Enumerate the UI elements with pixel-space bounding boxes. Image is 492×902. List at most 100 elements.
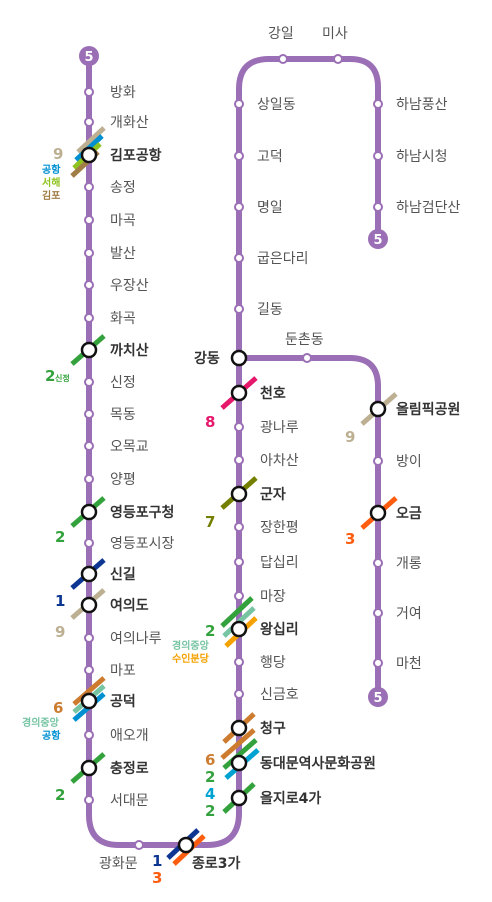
station-dot-ydp-market[interactable]	[84, 538, 94, 548]
station-label-gangil: 강일	[268, 26, 294, 42]
station-dot-gubeundari[interactable]	[234, 253, 244, 263]
station-dot-mapo[interactable]	[84, 665, 94, 675]
transfer-label-ddp-6: 6	[205, 751, 215, 769]
station-label-ddp: 동대문역사문화공원	[260, 755, 376, 772]
station-dot-songjeong[interactable]	[84, 182, 94, 192]
station-dot-wangsimni[interactable]	[230, 620, 248, 638]
station-label-ogeum: 오금	[396, 506, 422, 522]
station-dot-olympic-park[interactable]	[369, 400, 387, 418]
transfer-label-gimpo-gold: 김포	[42, 190, 60, 202]
station-dot-gaehwasan[interactable]	[84, 117, 94, 127]
station-dot-yeouido[interactable]	[80, 596, 98, 614]
station-label-olympic-park: 올림픽공원	[396, 401, 460, 418]
station-dot-hanam-cityhall[interactable]	[373, 151, 383, 161]
transfer-label-kkachisan-2: 2	[45, 367, 55, 385]
station-label-banghwa: 방화	[110, 85, 136, 101]
station-label-yeouinaru: 여의나루	[110, 631, 162, 647]
station-dot-cheonggu[interactable]	[230, 719, 248, 737]
station-dot-chungjeongno[interactable]	[80, 759, 98, 777]
station-label-euljiro4ga: 을지로4가	[260, 791, 321, 807]
station-dot-macheon[interactable]	[373, 658, 383, 668]
line5-macheon-branch-track	[239, 355, 381, 692]
station-dot-dapsimni[interactable]	[234, 557, 244, 567]
station-dot-hwagok[interactable]	[84, 313, 94, 323]
station-dot-aeogae[interactable]	[84, 730, 94, 740]
station-label-majang: 마장	[260, 589, 286, 605]
station-dot-sangildong[interactable]	[234, 99, 244, 109]
station-dot-dunchondong[interactable]	[302, 353, 312, 363]
transfer-label-gongdeok-gyeongui: 경의중앙	[22, 716, 60, 729]
station-dot-gwangnaru[interactable]	[234, 422, 244, 432]
ddp-line2-stroke	[222, 738, 258, 770]
station-dot-balsan[interactable]	[84, 248, 94, 258]
station-dot-gangil[interactable]	[278, 54, 288, 64]
station-dot-majang[interactable]	[234, 591, 244, 601]
station-label-sinjeong: 신정	[110, 375, 136, 391]
station-dot-kkachisan[interactable]	[80, 341, 98, 359]
station-label-hwagok: 화곡	[110, 311, 136, 327]
station-label-ujangsan: 우장산	[110, 278, 149, 294]
station-label-hanam-pungsan: 하남풍산	[396, 97, 448, 113]
station-dot-ogeum[interactable]	[369, 504, 387, 522]
station-label-gongdeok: 공덕	[110, 693, 136, 710]
station-label-macheon: 마천	[396, 656, 422, 672]
station-dot-hanam-pungsan[interactable]	[373, 99, 383, 109]
station-dot-ydp-gu-office[interactable]	[80, 503, 98, 521]
station-label-cheonho: 천호	[260, 386, 286, 402]
transfer-label-gimpo-9: 9	[53, 145, 63, 163]
station-dot-geoyeo[interactable]	[373, 608, 383, 618]
transfer-label-gimpo-airport: 공항	[42, 163, 61, 176]
station-dot-ujangsan[interactable]	[84, 280, 94, 290]
station-label-gaehwasan: 개화산	[110, 115, 149, 131]
station-dot-hanam-geomdansan[interactable]	[373, 202, 383, 212]
station-label-gaerong: 개롱	[396, 556, 422, 572]
station-label-aeogae: 애오개	[110, 728, 149, 744]
transfer-label-gimpo-seohae: 서해	[42, 176, 60, 189]
station-dot-gildong[interactable]	[234, 304, 244, 314]
station-dot-haengdang[interactable]	[234, 657, 244, 667]
station-dot-singil[interactable]	[80, 565, 98, 583]
station-dot-gunja[interactable]	[230, 485, 248, 503]
station-dot-achasan[interactable]	[234, 455, 244, 465]
station-label-ydp-market: 영등포시장	[110, 536, 175, 552]
station-label-yangpyeong: 양평	[110, 472, 136, 488]
station-dot-euljiro4ga[interactable]	[230, 789, 248, 807]
station-dot-omokgyo[interactable]	[84, 441, 94, 451]
station-label-singil: 신길	[110, 567, 136, 583]
line5-main-track	[86, 56, 381, 848]
station-dot-sinjeong[interactable]	[84, 377, 94, 387]
station-label-myeongil: 명일	[257, 200, 283, 216]
station-label-singeumho: 신금호	[260, 687, 299, 703]
station-dot-gaerong[interactable]	[373, 558, 383, 568]
transfer-label-cheonho-8: 8	[205, 413, 215, 431]
station-dot-godeok[interactable]	[234, 151, 244, 161]
station-dot-banghwa[interactable]	[84, 87, 94, 97]
svg-text:5: 5	[84, 50, 93, 65]
station-dot-jongno3ga[interactable]	[177, 836, 195, 854]
station-label-gimpo-airport: 김포공항	[110, 147, 162, 164]
station-dot-ddp[interactable]	[230, 754, 248, 772]
station-dot-gwanghwamun[interactable]	[134, 840, 144, 850]
station-label-cheonggu: 청구	[260, 721, 286, 737]
station-dot-gongdeok[interactable]	[80, 692, 98, 710]
station-dot-janghanpyeong[interactable]	[234, 522, 244, 532]
station-dot-mokdong[interactable]	[84, 409, 94, 419]
station-dot-seodaemun[interactable]	[84, 795, 94, 805]
station-label-gwanghwamun: 광화문	[99, 856, 138, 872]
station-label-jongno3ga: 종로3가	[192, 856, 241, 872]
station-dot-yangpyeong[interactable]	[84, 474, 94, 484]
station-dot-cheonho[interactable]	[230, 384, 248, 402]
station-dot-misa[interactable]	[333, 54, 343, 64]
station-dot-bangi[interactable]	[373, 456, 383, 466]
station-dot-gangdong[interactable]	[230, 349, 248, 367]
station-label-geoyeo: 거여	[396, 606, 422, 622]
station-dot-magok[interactable]	[84, 215, 94, 225]
transfer-label-wangsimni-gyeongui: 경의중앙	[172, 639, 210, 652]
station-label-godeok: 고덕	[257, 149, 283, 165]
station-label-balsan: 발산	[110, 246, 136, 262]
station-dot-yeouinaru[interactable]	[84, 633, 94, 643]
station-dot-singeumho[interactable]	[234, 689, 244, 699]
station-dot-myeongil[interactable]	[234, 202, 244, 212]
station-dot-gimpo-airport[interactable]	[80, 146, 98, 164]
